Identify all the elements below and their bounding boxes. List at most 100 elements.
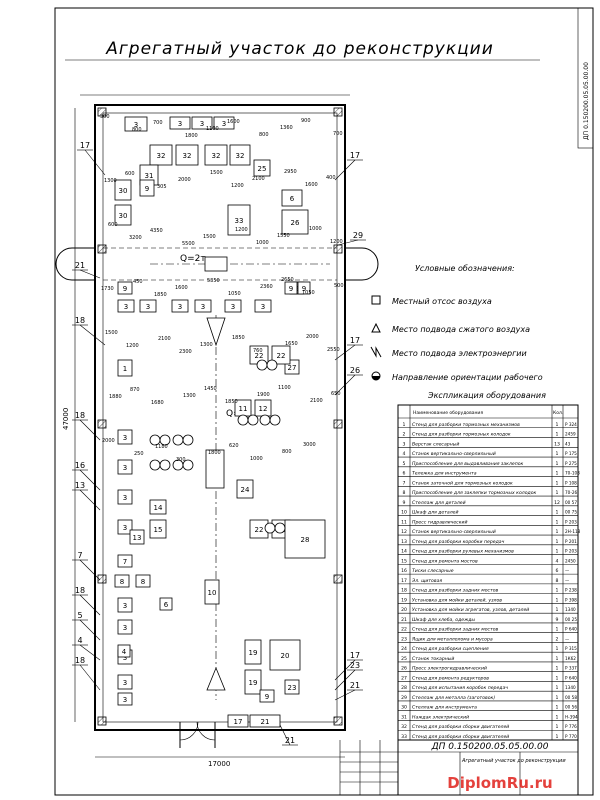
dimension-label: 1450 bbox=[204, 386, 217, 392]
table-row-model: 43 bbox=[565, 441, 571, 446]
machine-symbol bbox=[182, 434, 194, 446]
callout-label: 17 bbox=[350, 651, 360, 660]
dimension-label: 1850 bbox=[225, 399, 238, 405]
left-gate bbox=[55, 247, 95, 281]
overall-width-label: 17000 bbox=[208, 760, 230, 768]
table-row-qty: 1 bbox=[556, 461, 559, 467]
equipment-block bbox=[149, 144, 173, 166]
table-row-name: Стеллаж для инструмента bbox=[412, 705, 477, 711]
equipment-label: 27 bbox=[288, 364, 297, 372]
equipment-label: 22 bbox=[277, 352, 286, 360]
dimension-label: 620 bbox=[229, 443, 239, 449]
table-row-number: 28 bbox=[401, 685, 407, 691]
equipment-block bbox=[191, 116, 213, 130]
dimension-label: 700 bbox=[333, 131, 343, 137]
dimension-label: 2100 bbox=[310, 398, 323, 404]
equipment-label: 33 bbox=[235, 217, 244, 225]
machine-symbol bbox=[172, 434, 184, 446]
table-row-model: 70-108 bbox=[565, 471, 580, 476]
table-row-qty: 1 bbox=[556, 422, 559, 428]
table-row-qty: 1 bbox=[556, 705, 559, 711]
equipment-label: 8 bbox=[120, 578, 124, 586]
legend-item-2: Место подвода электроэнергии bbox=[392, 349, 527, 358]
equipment-label: 12 bbox=[259, 405, 268, 413]
drawing-title: Агрегатный участок до реконструкции bbox=[105, 39, 494, 59]
equipment-block bbox=[227, 714, 249, 728]
table-row-qty: 1 bbox=[556, 480, 559, 486]
equipment-label: 14 bbox=[154, 504, 163, 512]
table-row-name: Стенд для ремонта мостов bbox=[412, 558, 478, 564]
equipment-block bbox=[129, 529, 145, 545]
callout-label: 18 bbox=[75, 586, 85, 595]
dimension-label: 1600 bbox=[227, 119, 240, 125]
equipment-block bbox=[159, 597, 173, 611]
callout-label: 13 bbox=[75, 481, 85, 490]
equipment-block bbox=[284, 519, 326, 559]
equipment-label: 7 bbox=[123, 558, 127, 566]
table-row-model: 2459 bbox=[565, 432, 576, 437]
table-row-number: 17 bbox=[401, 578, 407, 584]
table-row-number: 14 bbox=[401, 549, 407, 555]
table-row-number: 22 bbox=[401, 627, 407, 633]
explication-heading: Экспликация оборудования bbox=[427, 391, 546, 400]
dimension-label: 2000 bbox=[178, 177, 191, 183]
table-row-model: Н-394 bbox=[565, 714, 578, 719]
equipment-block bbox=[117, 674, 133, 690]
dimension-label: 1680 bbox=[151, 400, 164, 406]
equipment-block bbox=[175, 144, 199, 166]
col-qty-header: Кол. bbox=[553, 410, 563, 416]
table-row-model: Р 770 bbox=[565, 734, 577, 739]
equipment-label: 8 bbox=[141, 578, 145, 586]
equipment-label: 11 bbox=[239, 405, 248, 413]
equipment-label: 3 bbox=[178, 120, 182, 128]
dimension-label: 800 bbox=[259, 132, 269, 138]
equipment-block bbox=[224, 299, 242, 313]
equipment-block bbox=[117, 519, 133, 535]
table-row-number: 13 bbox=[401, 539, 407, 545]
table-row-number: 27 bbox=[401, 675, 407, 681]
table-row-number: 20 bbox=[401, 607, 407, 613]
equipment-label: 6 bbox=[290, 195, 295, 203]
dimension-label: 2100 bbox=[252, 176, 265, 182]
equipment-label: 32 bbox=[212, 152, 221, 160]
dimension-label: 250 bbox=[134, 451, 144, 457]
side-stamp-box bbox=[577, 7, 594, 149]
dimension-label: 300 bbox=[100, 114, 110, 120]
triangle-icon bbox=[371, 322, 381, 333]
table-row-qty: 1 bbox=[556, 539, 559, 545]
table-row-qty: 1 bbox=[556, 724, 559, 730]
equipment-label: 1 bbox=[123, 365, 127, 373]
table-row-qty: 1 bbox=[556, 471, 559, 477]
table-row-model: Р 315 bbox=[565, 646, 577, 651]
table-row-qty: 1 bbox=[556, 646, 559, 652]
table-row-name: Стенд для разборки рулевых механизмов bbox=[412, 549, 514, 555]
table-row-model: 2Н-118 bbox=[565, 529, 581, 534]
dimension-label: 1500 bbox=[210, 170, 223, 176]
table-row-model: Р 203 bbox=[565, 549, 577, 554]
equipment-block bbox=[117, 281, 133, 295]
dimension-label: 300 bbox=[176, 457, 186, 463]
callout-label: 18 bbox=[75, 316, 85, 325]
equipment-block bbox=[117, 459, 133, 475]
equipment-label: 32 bbox=[183, 152, 192, 160]
equipment-label: 9 bbox=[289, 285, 293, 293]
equipment-block bbox=[271, 345, 291, 365]
equipment-block bbox=[117, 299, 135, 313]
equipment-label: 31 bbox=[145, 172, 154, 180]
watermark: DiplomRu.ru bbox=[447, 774, 552, 792]
table-row-qty: 1 bbox=[556, 451, 559, 457]
equipment-block bbox=[117, 692, 133, 706]
dimension-label: 1650 bbox=[285, 341, 298, 347]
machine-symbol bbox=[256, 359, 268, 371]
dimension-label: 2100 bbox=[158, 336, 171, 342]
dimension-label: 2650 bbox=[281, 277, 294, 283]
building-columns bbox=[97, 107, 343, 726]
equipment-label: 19 bbox=[249, 649, 258, 657]
legend-heading: Условные обозначения: bbox=[415, 264, 515, 273]
table-row-name: Стенд для разборки коробки передач bbox=[412, 539, 505, 545]
table-row-number: 30 bbox=[401, 705, 407, 711]
dimension-label: 600 bbox=[125, 171, 135, 177]
equipment-block bbox=[253, 159, 271, 177]
legend: Условные обозначения: Местный отсос возд… bbox=[370, 264, 543, 382]
